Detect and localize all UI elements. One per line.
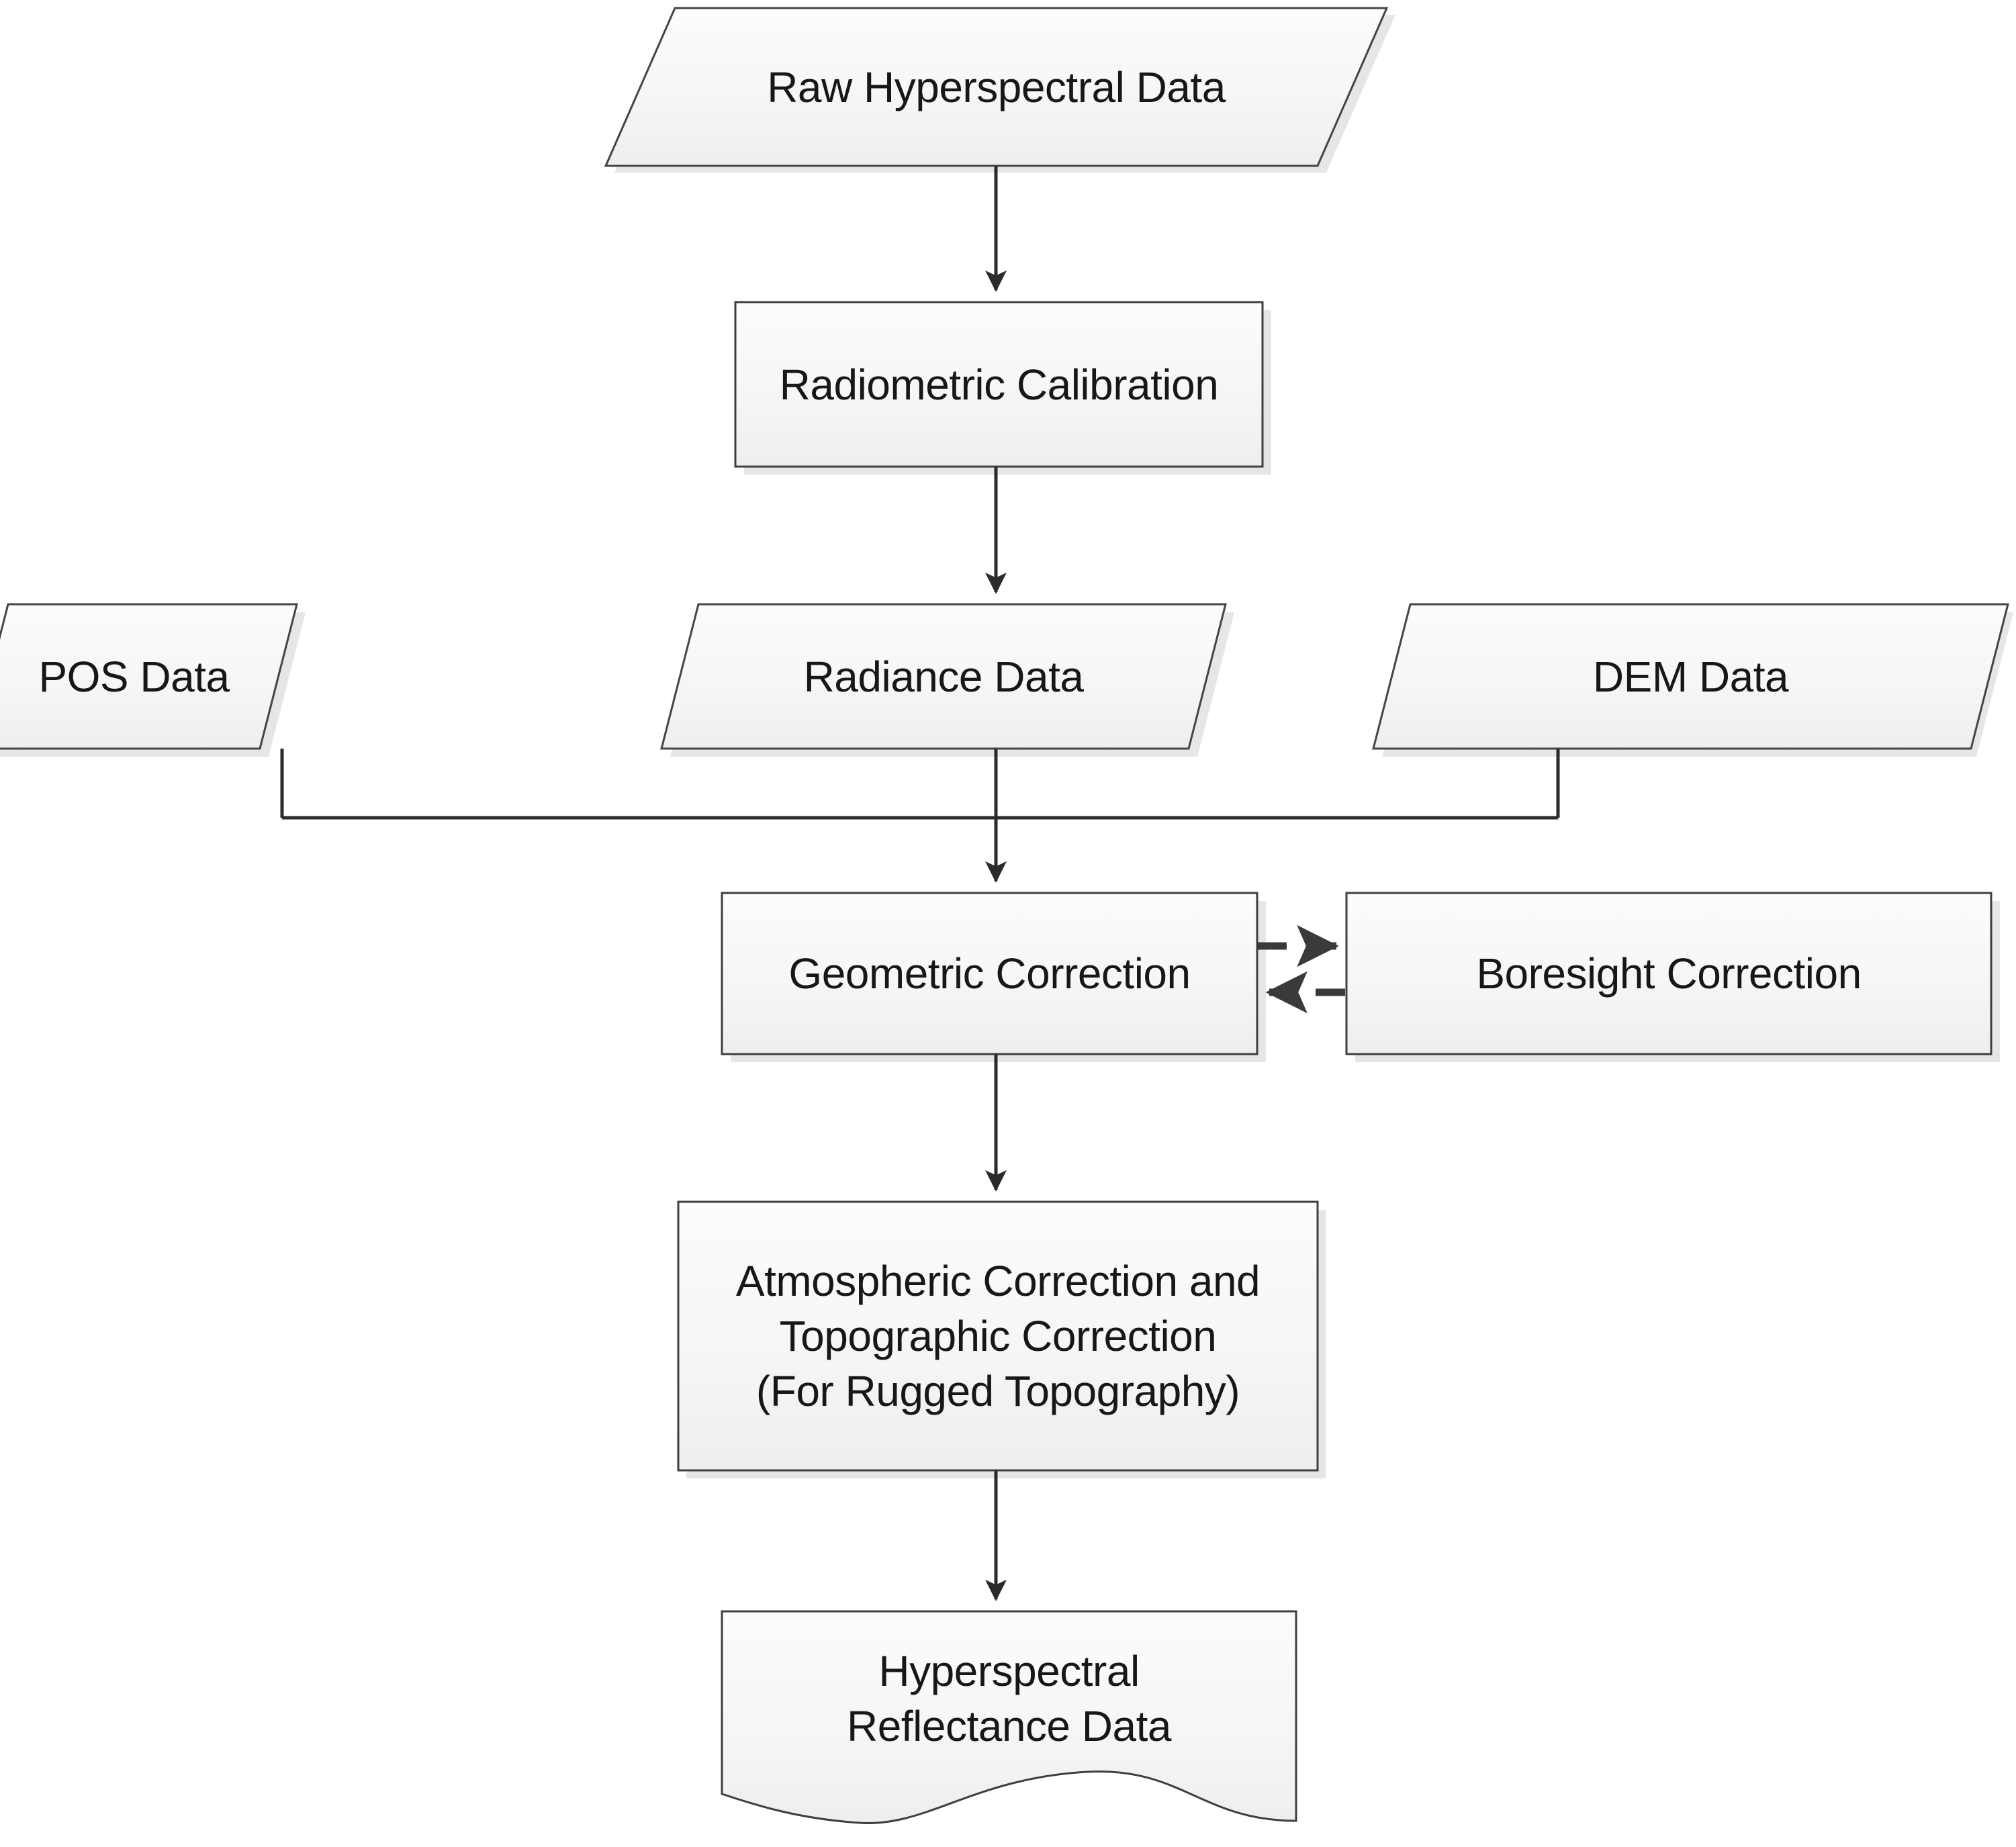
node-radiometric-calibration[interactable] xyxy=(734,301,1264,468)
node-boresight-correction[interactable] xyxy=(1345,892,1992,1055)
node-hyperspectral-reflectance-data[interactable] xyxy=(721,1610,1297,1824)
node-atmospheric-topographic-correction[interactable] xyxy=(677,1200,1319,1472)
node-raw-hyperspectral-data[interactable] xyxy=(604,7,1389,167)
node-pos-data[interactable] xyxy=(0,603,298,750)
node-geometric-correction[interactable] xyxy=(721,892,1258,1055)
connector-dashed-long xyxy=(1257,942,1345,996)
connector-lines xyxy=(280,166,1560,1601)
node-radiance-data[interactable] xyxy=(660,603,1227,750)
connector-dashed-lines xyxy=(1257,925,1345,1014)
node-dem-data[interactable] xyxy=(1372,603,2009,750)
